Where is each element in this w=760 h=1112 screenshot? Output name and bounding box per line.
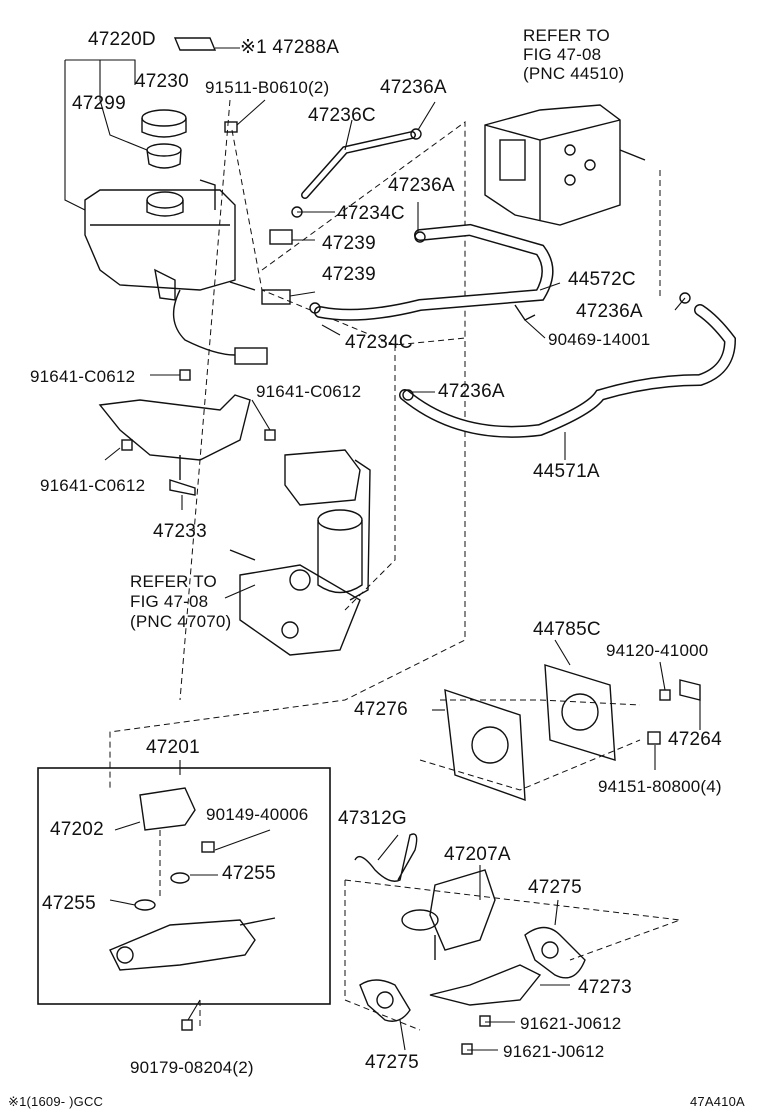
- part-label-47264: 47264: [668, 729, 722, 750]
- part-label-47234c-1: 47234C: [337, 203, 405, 224]
- refer-note-top-line3: (PNC 44510): [523, 64, 625, 83]
- part-label-90179: 90179-08204(2): [130, 1058, 254, 1077]
- actuator-unit: [484, 104, 646, 226]
- wire-harness: [172, 289, 236, 356]
- part-label-91511: 91511-B0610(2): [205, 78, 330, 97]
- refer-note-top-line1: REFER TO: [523, 26, 610, 45]
- part-label-47275-1: 47275: [528, 877, 582, 898]
- part-label-47207a: 47207A: [444, 844, 511, 865]
- refer-note-mid-line1: REFER TO: [130, 572, 217, 591]
- gasket-44785c: [544, 664, 616, 761]
- strainer: [146, 143, 182, 169]
- part-label-90469: 90469-14001: [548, 330, 651, 349]
- part-label-47236a-1: 47236A: [380, 77, 447, 98]
- part-label-47255-2: 47255: [42, 893, 96, 914]
- master-cylinder: [109, 787, 276, 971]
- part-label-91621-1: 91621-J0612: [520, 1014, 622, 1033]
- pressure-sensors: [261, 229, 293, 305]
- part-label-47236a-3: 47236A: [576, 301, 643, 322]
- gasket-47275-lower: [359, 979, 411, 1022]
- part-label-91641-1: 91641-C0612: [30, 367, 136, 386]
- refer-note-mid-line2: FIG 47-08: [130, 592, 209, 611]
- part-label-47236a-2: 47236A: [388, 175, 455, 196]
- gasket-47275: [524, 926, 586, 979]
- label-tag: [173, 37, 217, 51]
- part-label-47312g: 47312G: [338, 808, 407, 829]
- valve-47207a: [401, 869, 496, 960]
- part-label-91621-2: 91621-J0612: [503, 1042, 605, 1061]
- part-label-47288a: ※1 47288A: [240, 37, 340, 58]
- part-label-47299: 47299: [72, 93, 126, 114]
- part-label-47202: 47202: [50, 819, 104, 840]
- refer-note-mid-line3: (PNC 47070): [130, 612, 232, 631]
- bracket-47273: [429, 964, 542, 1006]
- reservoir-cap: [141, 109, 187, 138]
- part-label-44785c: 44785C: [533, 619, 601, 640]
- part-label-47239-2: 47239: [322, 264, 376, 285]
- part-label-47234c-2: 47234C: [345, 332, 413, 353]
- reservoir-tank: [84, 179, 256, 301]
- part-label-90149: 90149-40006: [206, 805, 309, 824]
- part-label-47276: 47276: [354, 699, 408, 720]
- part-label-47239-1: 47239: [322, 233, 376, 254]
- part-label-47255-1: 47255: [222, 863, 276, 884]
- part-label-91641-2: 91641-C0612: [256, 382, 362, 401]
- part-label-44571a: 44571A: [533, 461, 600, 482]
- part-label-47236c: 47236C: [308, 105, 376, 126]
- clip-90469: [514, 304, 536, 321]
- footnote: ※1(1609- )GCC: [8, 1094, 104, 1109]
- bracket: [98, 394, 251, 496]
- part-label-47220d: 47220D: [88, 29, 156, 50]
- leader-lines: [64, 47, 701, 1051]
- part-label-47233: 47233: [153, 521, 207, 542]
- harness-connector: [234, 347, 268, 365]
- pump-motor-assembly: [229, 449, 371, 656]
- master-cylinder-box: [37, 767, 331, 1005]
- part-label-44572c: 44572C: [568, 269, 636, 290]
- clip-47264: [679, 679, 701, 701]
- part-label-91641-3: 91641-C0612: [40, 476, 146, 495]
- figure-code: 47A410A: [690, 1094, 745, 1109]
- refer-note-top-line2: FIG 47-08: [523, 45, 602, 64]
- part-label-47275-2: 47275: [365, 1052, 419, 1073]
- part-label-94120: 94120-41000: [606, 641, 709, 660]
- part-label-47273: 47273: [578, 977, 632, 998]
- part-label-94151: 94151-80800(4): [598, 777, 722, 796]
- part-label-47236a-4: 47236A: [438, 381, 505, 402]
- dashed-guide-lines: [109, 99, 681, 1031]
- part-label-47201: 47201: [146, 737, 200, 758]
- part-label-47230: 47230: [135, 71, 189, 92]
- booster-plate: [444, 688, 526, 802]
- vacuum-hose-47312g: [354, 833, 418, 882]
